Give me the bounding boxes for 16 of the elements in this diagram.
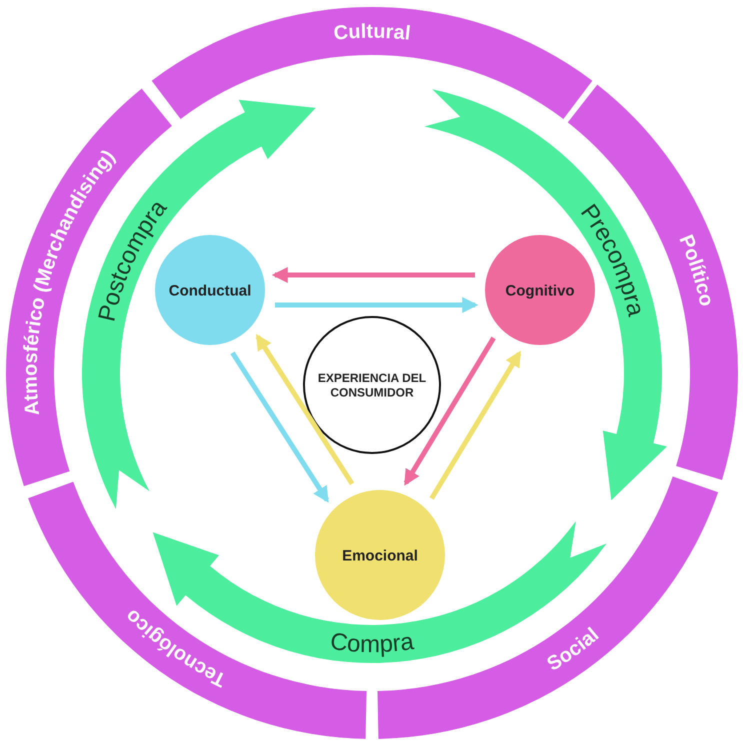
arrow <box>256 334 354 486</box>
node-label: Conductual <box>168 282 252 300</box>
arrow <box>230 351 329 503</box>
stage-label: Compra <box>328 628 416 658</box>
ring-segment <box>152 6 592 119</box>
arrow <box>404 336 496 486</box>
stage-band <box>424 89 667 500</box>
arrow <box>272 267 475 283</box>
node-label: EXPERIENCIA DEL CONSUMIDOR <box>318 371 426 400</box>
circle-node <box>315 490 445 620</box>
center-circle <box>303 316 441 454</box>
segment-label: Cultural <box>332 20 412 45</box>
arrow <box>429 350 522 500</box>
arrow <box>275 297 478 313</box>
node-label: Cognitivo <box>505 282 575 300</box>
node-label: Emocional <box>342 547 418 564</box>
